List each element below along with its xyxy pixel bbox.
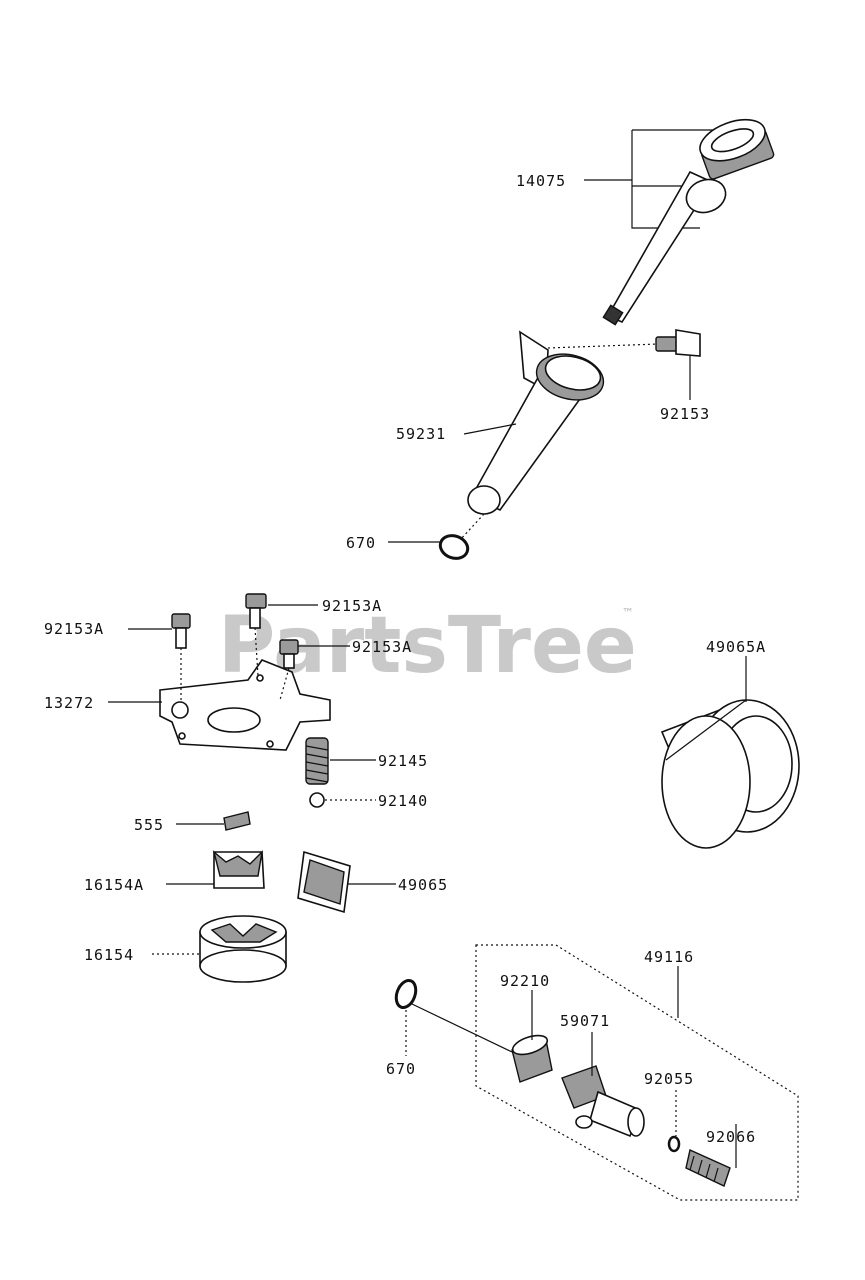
callout-670-bottom[interactable]: 670	[386, 1060, 416, 1078]
callout-49065[interactable]: 49065	[398, 876, 448, 894]
part-plug-92066[interactable]	[685, 1149, 731, 1187]
callout-92055[interactable]: 92055	[644, 1070, 694, 1088]
kit-outline-49116	[475, 944, 799, 1201]
part-bolt-92153A-left[interactable]	[171, 613, 191, 649]
part-oring-670-top[interactable]	[437, 532, 471, 562]
callout-92066[interactable]: 92066	[706, 1128, 756, 1146]
part-oil-filter-49065A[interactable]	[660, 698, 800, 849]
callout-92153A-3[interactable]: 92153A	[352, 638, 412, 656]
part-dipstick[interactable]	[584, 112, 775, 326]
callout-92153A-2[interactable]: 92153A	[322, 597, 382, 615]
callout-555[interactable]: 555	[134, 816, 164, 834]
part-ball-92140[interactable]	[309, 792, 325, 808]
part-oring-670-bottom[interactable]	[393, 978, 419, 1010]
part-inner-rotor-16154A[interactable]	[212, 849, 265, 889]
callout-14075[interactable]: 14075	[516, 172, 566, 190]
callout-92153A-1[interactable]: 92153A	[44, 620, 104, 638]
part-bolt-92153A-center[interactable]	[245, 593, 267, 629]
part-oring-92055[interactable]	[667, 1135, 681, 1153]
callout-92140[interactable]: 92140	[378, 792, 428, 810]
callout-59071[interactable]: 59071	[560, 1012, 610, 1030]
part-outer-rotor-16154[interactable]	[199, 915, 287, 983]
callout-92145[interactable]: 92145	[378, 752, 428, 770]
callout-92210[interactable]: 92210	[500, 972, 550, 990]
part-spring-92145[interactable]	[305, 737, 329, 785]
callout-59231[interactable]: 59231	[396, 425, 446, 443]
callout-16154[interactable]: 16154	[84, 946, 134, 964]
part-bolt-92153A-right[interactable]	[279, 639, 299, 669]
part-gasket-49065[interactable]	[297, 850, 351, 914]
watermark-trademark: ™	[622, 606, 634, 620]
callout-16154A[interactable]: 16154A	[84, 876, 144, 894]
part-oil-fill-tube[interactable]	[467, 330, 608, 515]
part-fitting-59071[interactable]	[561, 1065, 645, 1138]
part-nut-92210[interactable]	[510, 1032, 553, 1083]
part-bolt-92153[interactable]	[655, 329, 701, 357]
callout-49116[interactable]: 49116	[644, 948, 694, 966]
callout-13272[interactable]: 13272	[44, 694, 94, 712]
part-plate-13272[interactable]	[159, 659, 331, 751]
part-pin-555[interactable]	[223, 811, 251, 831]
callout-49065A[interactable]: 49065A	[706, 638, 766, 656]
callout-670-top[interactable]: 670	[346, 534, 376, 552]
callout-92153[interactable]: 92153	[660, 405, 710, 423]
